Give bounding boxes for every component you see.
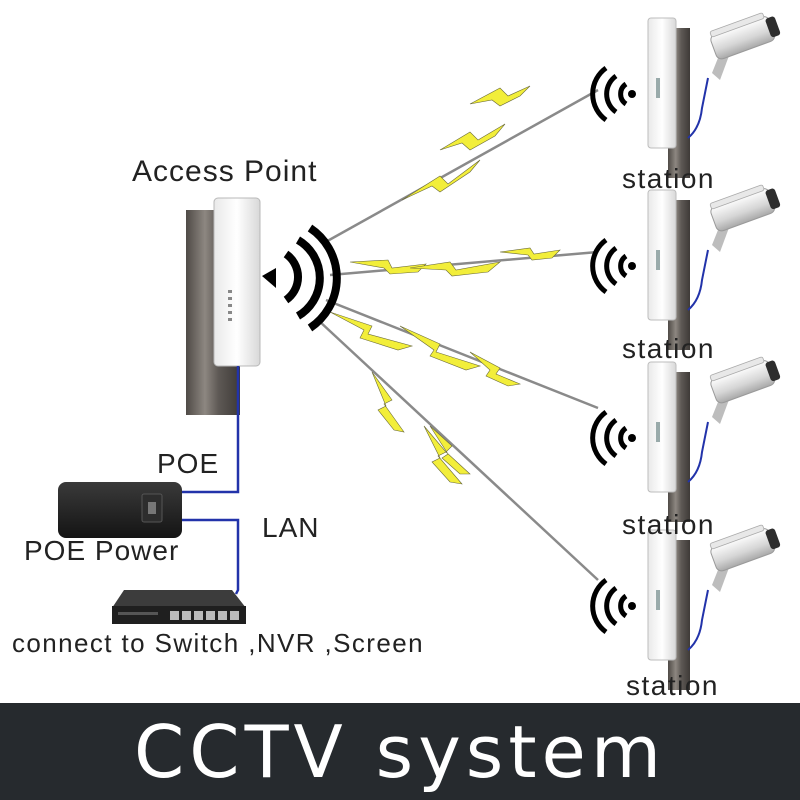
network-switch-icon <box>112 590 246 624</box>
station-unit-3 <box>593 353 782 522</box>
wifi-signal-icon <box>262 224 341 332</box>
access-point-icon <box>186 197 261 415</box>
poe-label: POE <box>157 448 220 479</box>
access-point-label: Access Point <box>132 155 318 188</box>
poe-power-label: POE Power <box>24 535 180 566</box>
station-unit-1 <box>593 9 782 178</box>
station-unit-2 <box>593 181 782 350</box>
title-banner: CCTV system <box>0 703 800 800</box>
switch-label: connect to Switch ,NVR ,Screen <box>12 628 424 658</box>
cable-lines <box>180 366 240 595</box>
lan-label: LAN <box>262 512 320 543</box>
wireless-links <box>317 88 599 581</box>
station-unit-4 <box>593 521 782 690</box>
station-label: station <box>626 670 719 701</box>
station-label: station <box>622 333 715 364</box>
station-label: station <box>622 509 715 540</box>
poe-adapter-icon <box>58 482 182 538</box>
banner-title: CCTV system <box>134 709 666 794</box>
link-bolts <box>329 85 561 485</box>
station-label: station <box>622 163 715 194</box>
